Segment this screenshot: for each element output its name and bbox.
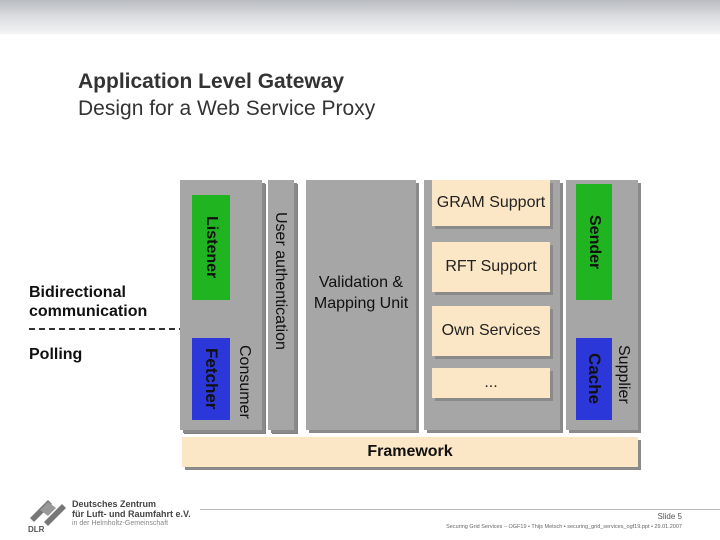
divider-line [29,328,255,330]
footer-info: Securing Grid Services – OGF19 • Thijs M… [446,524,682,530]
user-auth-label: User authentication [272,212,289,350]
org-name: Deutsches Zentrum für Luft- und Raumfahr… [72,499,191,529]
sender-box: Sender [576,184,612,300]
fetcher-box: Fetcher [192,338,230,420]
consumer-label: Consumer [236,345,253,419]
bidirectional-label: Bidirectional communication [29,284,148,320]
org-line-2: für Luft- und Raumfahrt e.V. [72,509,191,519]
org-line-1: Deutsches Zentrum [72,499,157,509]
user-auth-block [268,180,298,434]
org-line-3: in der Helmholtz-Gemeinschaft [72,520,169,527]
gram-support-box: GRAM Support [432,180,550,226]
footer-line [200,509,720,510]
dlr-logo-icon: DLR [28,500,66,534]
slide-number: Slide 5 [657,512,682,521]
header-band [0,0,720,34]
polling-label: Polling [29,346,83,363]
validation-label: Validation & Mapping Unit [313,274,409,312]
validation-block [306,180,416,430]
framework-box: Framework [182,437,638,467]
page-subtitle: Design for a Web Service Proxy [78,97,376,120]
svg-text:DLR: DLR [28,525,45,534]
supplier-label: Supplier [615,345,632,404]
cache-box: Cache [576,338,612,420]
listener-box: Listener [192,195,230,300]
rft-support-box: RFT Support [432,242,550,292]
page-title: Application Level Gateway [78,70,345,93]
own-services-box: Own Services [432,306,550,356]
ellipsis-box: ... [432,368,550,398]
